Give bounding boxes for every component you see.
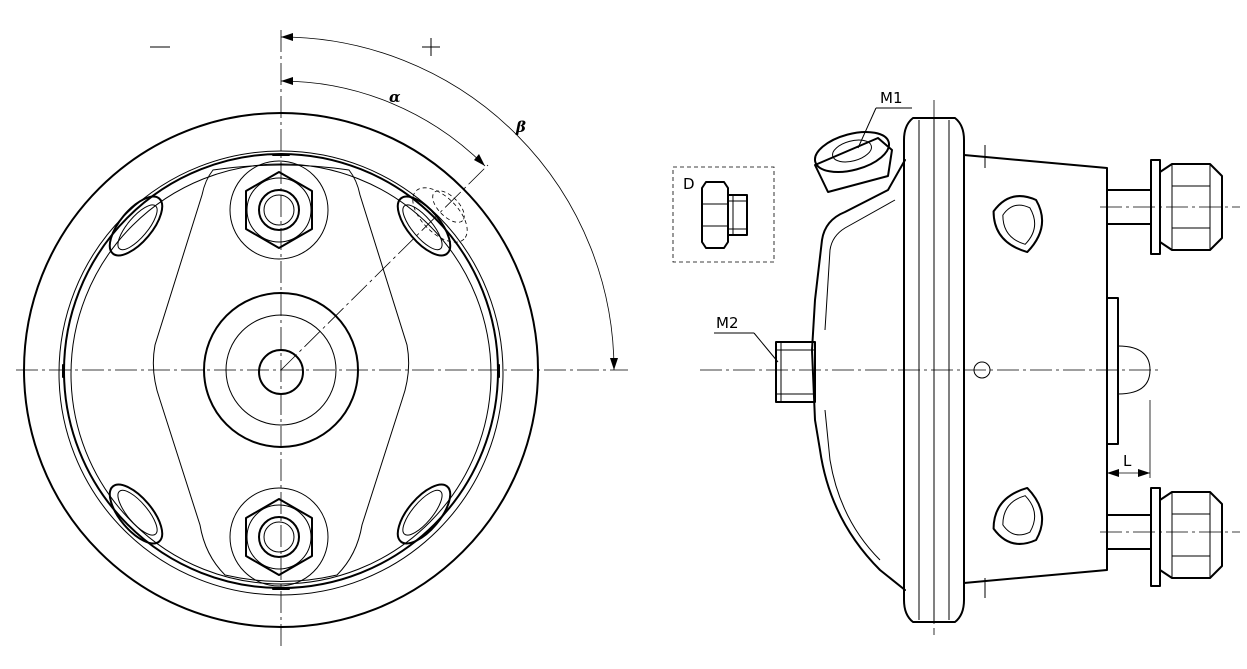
m2-leader [753, 332, 779, 363]
front-chamber-outline [811, 159, 906, 591]
alpha-arrow-end [474, 154, 485, 166]
alpha-arrow-start [281, 77, 293, 85]
top-stud-thread [258, 189, 300, 231]
detail-d-nut [701, 181, 729, 249]
bottom-stud-nut [229, 487, 329, 587]
mounting-plate [152, 164, 410, 582]
top-stud-nut [229, 160, 329, 260]
rear-window-bottom [992, 486, 1044, 545]
detail-d-plug [727, 194, 748, 236]
side-top-stud [1106, 159, 1223, 255]
alpha-label: α [389, 88, 401, 106]
top-nut-hexagon [245, 171, 313, 249]
window-top-right [396, 195, 452, 257]
central-boss-inner [225, 314, 337, 426]
beta-arrow-start [281, 33, 293, 41]
m1-label: M1 [880, 89, 903, 107]
l-arrow-left [1107, 469, 1119, 477]
central-boss-outer [203, 292, 359, 448]
side-view: L M1 M2 D [672, 89, 1240, 635]
bottom-nut-hexagon [245, 498, 313, 576]
m2-port: M2 [714, 314, 816, 403]
m1-port-body [814, 137, 893, 193]
beta-arrow-end [610, 358, 618, 370]
side-bottom-nut [1159, 491, 1223, 579]
oval-windows [108, 195, 452, 545]
m2-port-body [775, 341, 816, 403]
clamp-ring-outline [903, 117, 965, 623]
window-top-left [108, 195, 164, 257]
outer-flange-ring [23, 112, 539, 628]
detail-d-label: D [683, 175, 695, 193]
side-bottom-stud [1106, 487, 1223, 587]
bottom-stud-thread [258, 516, 300, 558]
bottom-nut-chamfer [246, 504, 312, 570]
alpha-arc [280, 80, 486, 167]
detail-d: D [672, 166, 775, 263]
l-arrow-right [1138, 469, 1150, 477]
m1-port-bore [832, 139, 872, 163]
beta-arc [280, 36, 615, 371]
bottom-stud-core [263, 521, 295, 553]
rear-dome [1117, 345, 1151, 395]
top-stud-washer [229, 160, 329, 260]
side-top-nut [1159, 163, 1223, 251]
top-stud-core [263, 194, 295, 226]
l-label: L [1123, 452, 1132, 470]
side-bottom-washer [1150, 487, 1161, 587]
front-chamber-inner-lower [824, 409, 881, 561]
inner-ring-thin [70, 163, 492, 585]
rear-chamber-outline [963, 154, 1108, 584]
beta-label: β [515, 118, 526, 136]
front-view: α β [16, 30, 628, 648]
front-chamber-inner [824, 199, 896, 331]
m2-label: M2 [716, 314, 739, 332]
bottom-stud-washer [229, 487, 329, 587]
detail-d-frame [672, 166, 775, 263]
m1-port-face [814, 131, 890, 173]
push-rod-hole [258, 349, 304, 395]
clamp-ring [903, 100, 965, 635]
angled-centerline [280, 164, 489, 371]
m1-leader [857, 107, 877, 149]
rear-cap-plate [1106, 297, 1119, 445]
rear-window-top [992, 195, 1044, 254]
window-bottom-left [108, 483, 164, 545]
breather-hole [973, 361, 991, 379]
window-bottom-right [396, 483, 452, 545]
inner-ring-outer [58, 150, 504, 596]
top-nut-chamfer [246, 177, 312, 243]
m1-port: M1 [814, 89, 912, 193]
